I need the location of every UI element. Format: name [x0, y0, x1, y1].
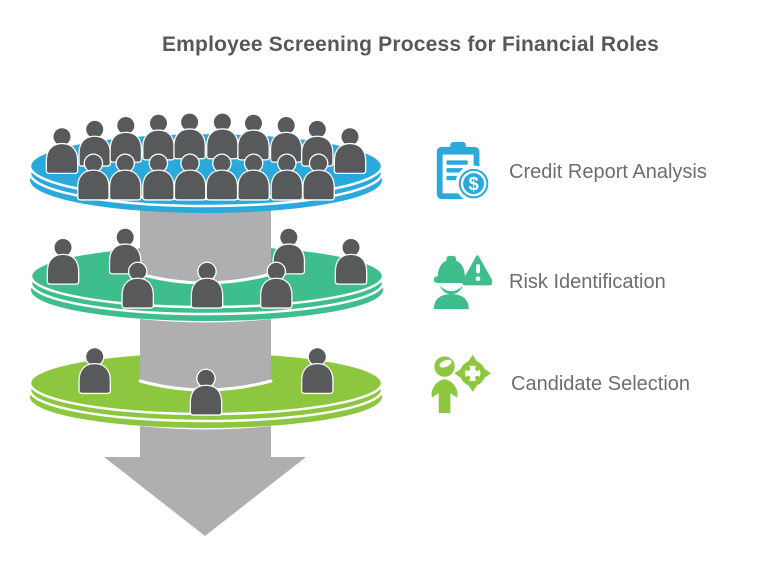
stage-label: Candidate Selection: [511, 372, 691, 395]
person-silhouette: [333, 126, 367, 174]
person-silhouette: [334, 237, 368, 285]
person-silhouette: [45, 126, 79, 174]
person-silhouette: [173, 112, 206, 160]
person-silhouette: [142, 113, 175, 161]
funnel-column-segment: [140, 209, 271, 283]
stage-label: Credit Report Analysis: [509, 160, 707, 183]
person-silhouette: [78, 346, 111, 395]
stage-row-risk-identification: Risk Identification: [430, 250, 666, 314]
person-target-icon: [430, 352, 494, 416]
person-silhouette: [300, 346, 334, 395]
stage-row-candidate-selection: Candidate Selection: [430, 352, 690, 416]
clipboard-dollar-icon: $: [430, 140, 492, 204]
person-silhouette: [46, 237, 80, 285]
page-title: Employee Screening Process for Financial…: [161, 33, 660, 56]
stage-label: Risk Identification: [509, 270, 666, 293]
funnel-column-segment: [140, 319, 271, 390]
hardhat-warning-icon: [430, 250, 492, 314]
svg-text:$: $: [468, 173, 478, 194]
funnel-down-arrow: [104, 426, 306, 536]
person-silhouette: [237, 113, 270, 161]
stage-row-credit-report-analysis: $ Credit Report Analysis: [430, 140, 707, 204]
person-silhouette: [206, 112, 239, 160]
